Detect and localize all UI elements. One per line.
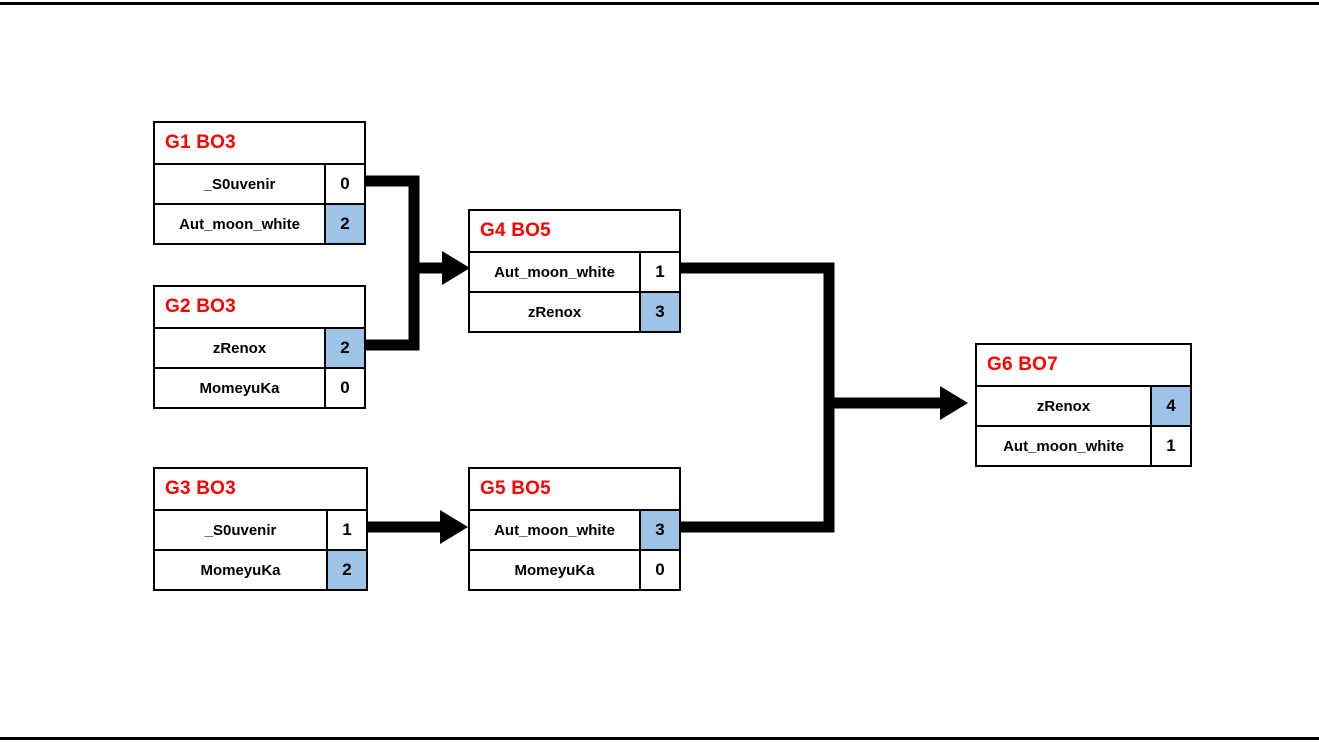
player-score: 1 xyxy=(326,511,366,549)
slide-bottom-border xyxy=(0,737,1319,740)
player-row: Aut_moon_white 1 xyxy=(470,251,679,291)
arrowhead-icon xyxy=(442,251,470,285)
player-score: 3 xyxy=(639,293,679,331)
player-name: MomeyuKa xyxy=(514,561,595,579)
player-row: MomeyuKa 0 xyxy=(470,549,679,589)
player-row: Aut_moon_white 2 xyxy=(155,203,364,243)
player-score: 2 xyxy=(324,329,364,367)
player-score: 2 xyxy=(324,205,364,243)
player-score: 4 xyxy=(1150,387,1190,425)
player-score: 0 xyxy=(639,551,679,589)
player-row: MomeyuKa 2 xyxy=(155,549,366,589)
slide-top-border xyxy=(0,2,1319,5)
player-name: Aut_moon_white xyxy=(1003,437,1124,455)
player-row: _S0uvenir 0 xyxy=(155,163,364,203)
player-name: MomeyuKa xyxy=(199,379,280,397)
player-score: 3 xyxy=(639,511,679,549)
player-row: zRenox 4 xyxy=(977,385,1190,425)
connector-g3-to-g5 xyxy=(368,510,468,544)
match-box-g4: G4 BO5 Aut_moon_white 1 zRenox 3 xyxy=(468,209,681,333)
player-score: 0 xyxy=(324,369,364,407)
match-box-g2: G2 BO3 zRenox 2 MomeyuKa 0 xyxy=(153,285,366,409)
player-name: _S0uvenir xyxy=(203,175,276,193)
arrowhead-icon xyxy=(440,510,468,544)
match-title: G3 BO3 xyxy=(165,478,236,499)
match-box-g5: G5 BO5 Aut_moon_white 3 MomeyuKa 0 xyxy=(468,467,681,591)
player-row: zRenox 2 xyxy=(155,327,364,367)
player-row: _S0uvenir 1 xyxy=(155,509,366,549)
match-box-g6: G6 BO7 zRenox 4 Aut_moon_white 1 xyxy=(975,343,1192,467)
player-score: 0 xyxy=(324,165,364,203)
arrowhead-icon xyxy=(940,386,968,420)
player-score: 2 xyxy=(326,551,366,589)
player-row: MomeyuKa 0 xyxy=(155,367,364,407)
player-name: zRenox xyxy=(212,339,267,357)
match-title: G5 BO5 xyxy=(480,478,551,499)
player-name: zRenox xyxy=(527,303,582,321)
match-title: G6 BO7 xyxy=(987,354,1058,375)
player-name: Aut_moon_white xyxy=(494,521,615,539)
player-name: zRenox xyxy=(1036,397,1091,415)
match-title: G1 BO3 xyxy=(165,132,236,153)
player-row: Aut_moon_white 3 xyxy=(470,509,679,549)
player-row: zRenox 3 xyxy=(470,291,679,331)
player-name: MomeyuKa xyxy=(200,561,281,579)
match-box-g1: G1 BO3 _S0uvenir 0 Aut_moon_white 2 xyxy=(153,121,366,245)
player-name: _S0uvenir xyxy=(204,521,277,539)
connector-g1-g2-to-g4 xyxy=(366,175,470,351)
match-title: G4 BO5 xyxy=(480,220,551,241)
player-score: 1 xyxy=(639,253,679,291)
player-name: Aut_moon_white xyxy=(179,215,300,233)
player-score: 1 xyxy=(1150,427,1190,465)
match-title: G2 BO3 xyxy=(165,296,236,317)
connector-g4-g5-to-g6 xyxy=(681,262,968,533)
player-row: Aut_moon_white 1 xyxy=(977,425,1190,465)
match-box-g3: G3 BO3 _S0uvenir 1 MomeyuKa 2 xyxy=(153,467,368,591)
player-name: Aut_moon_white xyxy=(494,263,615,281)
